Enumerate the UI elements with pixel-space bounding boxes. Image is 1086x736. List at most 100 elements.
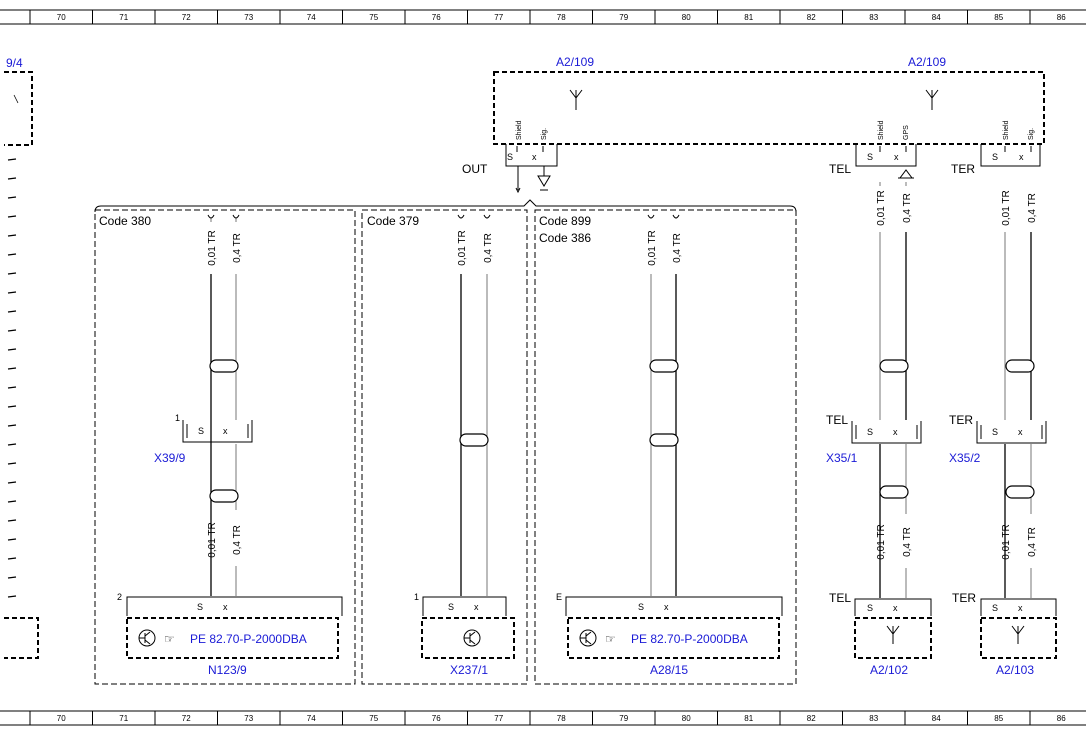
splice-sleeve (649, 359, 679, 373)
x39-9-label[interactable]: X39/9 (154, 451, 186, 465)
pin-s: S (507, 152, 513, 162)
x237-1-label[interactable]: X237/1 (450, 663, 488, 677)
edge-tick (7, 500, 17, 503)
a28-15-label[interactable]: A28/15 (650, 663, 688, 677)
tel-connector-block (855, 144, 917, 167)
a2-103-label[interactable]: A2/103 (996, 663, 1034, 677)
x39-9-connector (182, 420, 253, 443)
edge-tick (7, 177, 17, 180)
pin-1: 1 (414, 592, 419, 602)
ruler-column-81: 81 (744, 13, 753, 22)
edge-tick (7, 386, 17, 389)
edge-tick (7, 196, 17, 199)
ruler-column-70: 70 (57, 714, 66, 723)
ruler-column-72: 72 (182, 714, 191, 723)
n123-9-housing (126, 617, 339, 659)
edge-tick (7, 595, 17, 598)
ruler-column-86: 86 (1057, 13, 1066, 22)
pin-s: S (867, 152, 873, 162)
ruler-column-84: 84 (932, 714, 941, 723)
pin-x: x (1018, 603, 1023, 613)
pin-s: S (198, 426, 204, 436)
a2-109-label-right[interactable]: A2/109 (908, 55, 946, 69)
a28-15-housing (567, 617, 780, 659)
ruler-column-76: 76 (432, 714, 441, 723)
pin-s: S (197, 602, 203, 612)
ruler-column-73: 73 (244, 714, 253, 723)
pin-s: S (992, 152, 998, 162)
wire-label-0-01-tr: 0,01 TR (1001, 524, 1012, 559)
edge-tick (7, 405, 17, 408)
ruler-column-79: 79 (619, 714, 628, 723)
x237-1-pin-bar (422, 596, 507, 616)
ruler-column-85: 85 (994, 714, 1003, 723)
pe-reference-link[interactable]: PE 82.70-P-2000DBA (631, 632, 748, 646)
a2-109-label-left[interactable]: A2/109 (556, 55, 594, 69)
wire-label-0-4-tr: 0,4 TR (1027, 527, 1038, 557)
transistor-icon (463, 629, 481, 647)
x35-1-label[interactable]: X35/1 (826, 451, 858, 465)
ruler-column-77: 77 (494, 714, 503, 723)
splice-sleeve (879, 359, 909, 373)
pointing-hand-icon[interactable]: ☞ (605, 632, 616, 646)
splice-sleeve (1005, 485, 1035, 499)
code-379-box (361, 209, 528, 685)
wire-label-0-4-tr: 0,4 TR (672, 233, 683, 263)
wire-label-0-4-tr: 0,4 TR (902, 193, 913, 223)
ter-label: TER (949, 413, 973, 427)
edge-tick (7, 253, 17, 256)
wire-label-0-01-tr: 0,01 TR (1001, 190, 1012, 225)
antenna-icon (886, 625, 900, 644)
edge-tick (7, 348, 17, 351)
ruler-column-74: 74 (307, 13, 316, 22)
splice-sleeve (879, 485, 909, 499)
code-380-box (94, 209, 356, 685)
pointing-hand-icon[interactable]: ☞ (164, 632, 175, 646)
edge-tick (7, 443, 17, 446)
edge-tick (7, 310, 17, 313)
ruler-column-73: 73 (244, 13, 253, 22)
ruler-column-83: 83 (869, 13, 878, 22)
pin-x: x (894, 152, 899, 162)
ruler-column-79: 79 (619, 13, 628, 22)
ruler-column-86: 86 (1057, 714, 1066, 723)
wire-label-0-01-tr: 0,01 TR (207, 522, 218, 557)
pin-x: x (1018, 427, 1023, 437)
shield-label: Shield (878, 120, 885, 140)
ruler-column-82: 82 (807, 714, 816, 723)
ruler-column-80: 80 (682, 714, 691, 723)
x35-2-label[interactable]: X35/2 (949, 451, 981, 465)
ruler-column-75: 75 (369, 714, 378, 723)
splice-sleeve (459, 433, 489, 447)
shield-label: Shield (1003, 120, 1010, 140)
tel-label: TEL (826, 413, 848, 427)
pe-reference-link[interactable]: PE 82.70-P-2000DBA (190, 632, 307, 646)
left-partial-connector (4, 617, 39, 659)
splice-sleeve (209, 359, 239, 373)
pin-s: S (867, 427, 873, 437)
ter-label: TER (952, 591, 976, 605)
n123-9-label[interactable]: N123/9 (208, 663, 247, 677)
wire-label-0-01-tr: 0,01 TR (457, 230, 468, 265)
edge-tick (7, 481, 17, 484)
pin-x: x (474, 602, 479, 612)
tel-label: TEL (829, 591, 851, 605)
edge-tick (7, 291, 17, 294)
ruler-column-85: 85 (994, 13, 1003, 22)
ground-symbol-icon (537, 166, 551, 191)
transistor-icon (138, 629, 156, 647)
antenna-icon (569, 89, 583, 110)
a2-109-housing (493, 71, 1045, 145)
ruler-column-83: 83 (869, 714, 878, 723)
ruler-column-74: 74 (307, 714, 316, 723)
a2-102-label[interactable]: A2/102 (870, 663, 908, 677)
pin-x: x (1019, 152, 1024, 162)
ruler-column-78: 78 (557, 714, 566, 723)
wire-label-0-01-tr: 0,01 TR (876, 190, 887, 225)
ter-connector-block (980, 144, 1041, 167)
ruler-column-77: 77 (494, 13, 503, 22)
wire-label-0-4-tr: 0,4 TR (1027, 193, 1038, 223)
edge-tick (7, 367, 17, 370)
